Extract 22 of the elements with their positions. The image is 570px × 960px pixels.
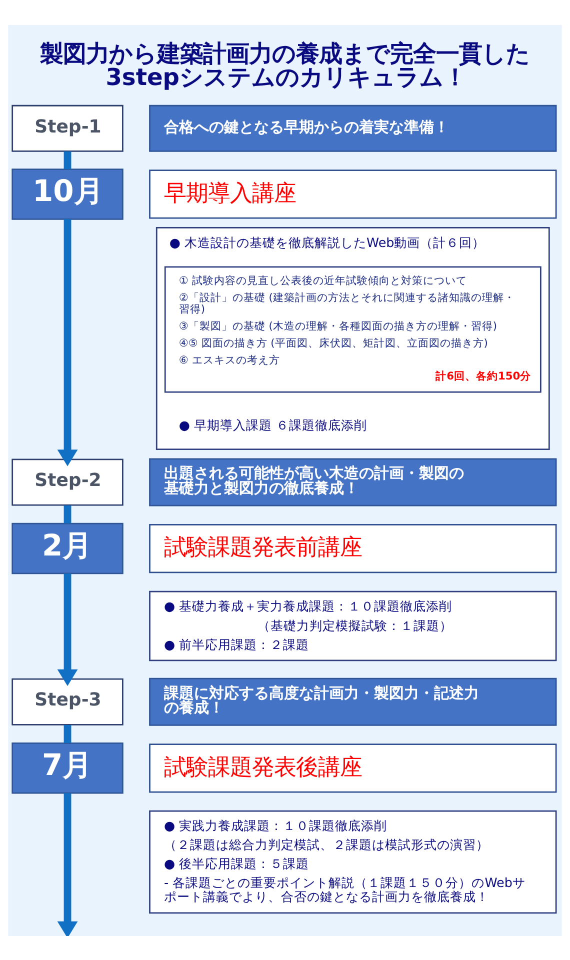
node-box: ● 基礎力養成＋実力養成課題：１０課題徹底添削 （基礎力判定模擬試験：１課題） ● 前半応用課題：２課題 (149, 590, 557, 661)
diagram-title: 製図力から建築計画力の養成まで完全一貫した3stepシステムのカリキュラム！ (40, 39, 530, 91)
node-box: 試験課題発表後講座 (149, 743, 557, 792)
node-box: 課題に対応する高度な計画力・製図力・記述力の養成！ (149, 677, 557, 726)
connector (64, 504, 72, 523)
node-box: 出題される可能性が高い木造の計画・製図の基礎力と製図力の徹底養成！ (149, 458, 557, 506)
arrow (57, 573, 78, 686)
arrow (57, 218, 78, 466)
node-box: 7月 (12, 742, 124, 794)
connector (64, 150, 72, 169)
node-box: Step-1 (12, 104, 124, 152)
node-box: ① 試験内容の見直し公表後の近年試験傾向と対策について ②「設計」の基礎 (建築計画の方法とそれに関連する諸知識の理解・習得) ③「製図」の基礎 (木造の理解・各種図面の描き方の理解・習得) ④⑤ 図面の描き方 (平面図、床伏図、矩計図、立面図の描き方) ⑥ エスキスの考え方 計6回、各約150分 (164, 266, 542, 392)
node-box: 早期導入講座 (149, 169, 557, 218)
node-box: ● 実践力養成課題：１０課題徹底添削 （２課題は総合力判定模試、２課題は模試形式の演習） ● 後半応用課題：５課題 - 各課題ごとの重要ポイント解説（１課題１５０分）のWebサポート講義でより、合否の鍵となる計画力を徹底養成！ (149, 810, 557, 914)
arrow (57, 792, 78, 936)
node-box: Step-2 (12, 458, 124, 506)
node-box: 試験課題発表前講座 (149, 523, 557, 573)
connector (64, 724, 72, 742)
node-box: 合格への鍵となる早期からの着実な準備！ (149, 104, 557, 152)
node-box: 2月 (12, 522, 124, 574)
node-box: Step-3 (12, 678, 124, 725)
node-box: 10月 (12, 168, 124, 220)
